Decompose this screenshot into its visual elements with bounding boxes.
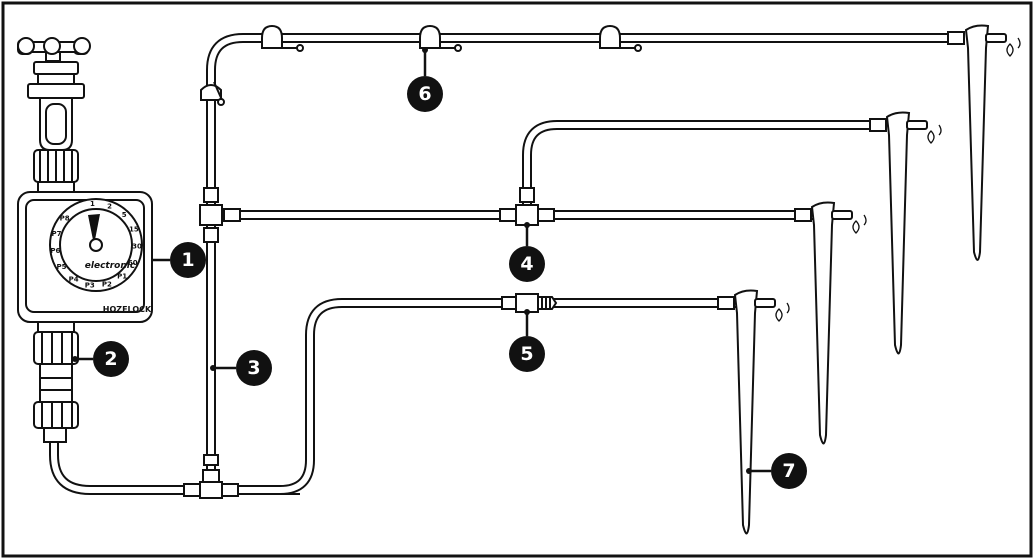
callout-4-label: 4 xyxy=(520,253,533,275)
middle-tee-connector xyxy=(199,187,241,243)
callout-5: 5 xyxy=(509,309,545,372)
garden-tap xyxy=(17,37,91,151)
bottom-line-end-connector xyxy=(717,296,735,310)
vertical-pipe-clip xyxy=(200,81,225,106)
timer-dial-label: P7 xyxy=(51,230,61,238)
callout-4: 4 xyxy=(509,222,545,282)
pipe-clip-2 xyxy=(419,24,462,52)
timer-dial-label: P1 xyxy=(117,273,127,281)
timer-dial-label: 15 xyxy=(129,225,139,233)
timer-dial-label: 5 xyxy=(122,211,127,219)
drip-stake-7 xyxy=(733,289,790,535)
callout-7: 7 xyxy=(746,453,807,489)
pipe-clip-3 xyxy=(599,24,642,52)
callout-6: 6 xyxy=(407,47,443,112)
drip-stake-top xyxy=(964,24,1021,261)
timer-dial-label: 60 xyxy=(128,259,138,267)
callout-3-label: 3 xyxy=(247,357,260,379)
callout-1-label: 1 xyxy=(181,249,194,271)
timer-dial-label: P8 xyxy=(60,215,70,223)
timer-brand-text: electronic xyxy=(85,261,136,271)
timer-dial-label: P4 xyxy=(69,275,79,283)
inline-valve-5 xyxy=(501,293,558,313)
middle-line-end-connector xyxy=(794,208,812,222)
timer-outlet-connector xyxy=(33,321,79,443)
callout-6-label: 6 xyxy=(418,83,431,105)
timer-dial-label: P5 xyxy=(56,263,66,271)
pipe-clip-1 xyxy=(261,24,304,52)
callout-5-label: 5 xyxy=(520,343,533,365)
drip-stake-middle xyxy=(810,201,867,445)
tee-connector-4 xyxy=(499,187,555,226)
timer-logo: HOZELOCK xyxy=(103,305,152,314)
timer-dial-label: 1 xyxy=(90,200,95,208)
callout-7-label: 7 xyxy=(782,460,795,482)
callout-1: 1 xyxy=(152,242,206,278)
upper-line-end-connector xyxy=(869,118,887,132)
callout-3: 3 xyxy=(210,350,272,386)
timer-dial-label: P6 xyxy=(50,247,60,255)
top-line-end-connector xyxy=(947,31,965,45)
timer-dial-label: 2 xyxy=(107,202,112,210)
drip-stake-upper xyxy=(885,111,942,355)
timer-dial-label: 30 xyxy=(132,242,142,250)
callout-2: 2 xyxy=(72,341,129,377)
callout-2-label: 2 xyxy=(104,348,117,370)
bottom-tee-connector xyxy=(183,454,239,499)
timer-inlet-nut xyxy=(33,149,79,195)
timer-dial-label: P2 xyxy=(102,281,112,289)
timer-dial-label: P3 xyxy=(85,282,95,290)
